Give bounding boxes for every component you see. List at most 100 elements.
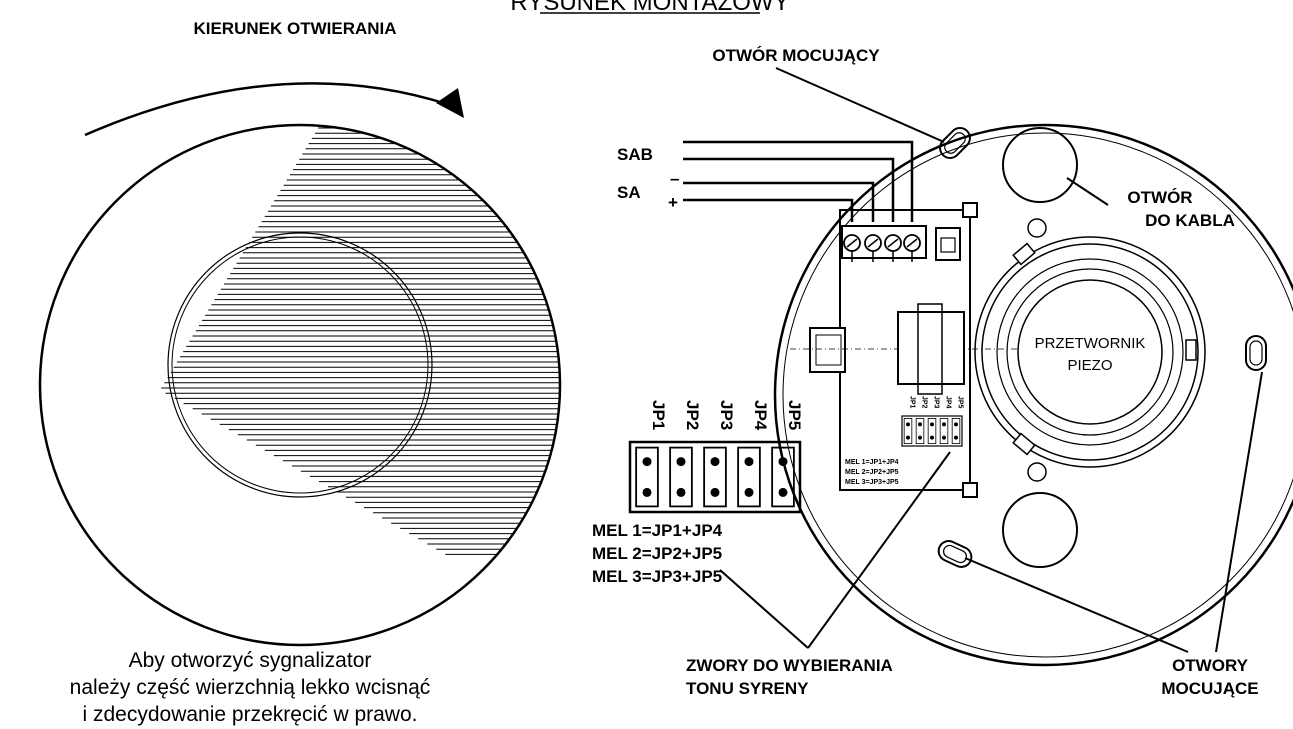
- jumper-detail: JP1 JP2 JP3 JP4 JP5: [628, 400, 804, 514]
- opening-direction-arrow: [84, 82, 451, 137]
- pcb-board: [790, 202, 1020, 498]
- leader-line: [807, 451, 951, 649]
- terminal-label-sa: SA: [617, 183, 641, 202]
- leader-line: [1066, 177, 1109, 206]
- terminal-block: [841, 225, 927, 262]
- leader-line: [719, 569, 809, 649]
- jumper-housing: [901, 415, 963, 447]
- jumper-label: JP4: [751, 400, 770, 431]
- polarity-plus: +: [668, 193, 678, 212]
- jumper-pin: [930, 435, 934, 440]
- jumper-pin: [954, 435, 958, 440]
- jumper-label: JP1: [649, 400, 668, 430]
- onboard-melody: MEL 2=JP2+JP5: [845, 469, 899, 476]
- onboard-melody-legend: MEL 1=JP1+JP4 MEL 2=JP2+JP5 MEL 3=JP3+JP…: [845, 459, 899, 486]
- jumper-label: JP5: [785, 400, 804, 430]
- arrow-head: [436, 88, 464, 118]
- jumper-pin-pair: [703, 446, 727, 508]
- base-outer-circle: [773, 123, 1293, 667]
- siren-cover-outline: [38, 123, 562, 647]
- jumper-pin: [942, 422, 946, 427]
- jumper-pin: [942, 435, 946, 440]
- jumper-pin: [918, 435, 922, 440]
- jumper-pin-pair: [635, 446, 659, 508]
- jumper-pin: [676, 487, 686, 497]
- jumpers-caption: TONU SYRENY: [686, 679, 809, 698]
- melody-line: MEL 3=JP3+JP5: [592, 567, 722, 586]
- base-inner-circle: [782, 132, 1293, 658]
- jumper-pin: [906, 422, 910, 427]
- wires: [683, 140, 914, 222]
- jumper-pin: [642, 457, 652, 467]
- jumper-pin: [744, 457, 754, 467]
- cable-hole-label: DO KABLA: [1145, 211, 1235, 230]
- mounting-slot-right: [1245, 335, 1267, 371]
- terminal-label-sab: SAB: [617, 145, 653, 164]
- mounting-hole-label: OTWÓR MOCUJĄCY: [712, 46, 880, 65]
- cover-center-ring-inner: [171, 236, 429, 494]
- transducer-label: PIEZO: [1067, 357, 1112, 374]
- cover-center-ring: [167, 232, 433, 498]
- piezo-transducer: [974, 236, 1206, 468]
- onboard-melody: MEL 3=JP3+JP5: [845, 479, 899, 486]
- jumper-pin: [778, 457, 788, 467]
- jumper-label: JP2: [920, 396, 927, 409]
- jumper-label: JP3: [932, 396, 939, 409]
- leader-line: [964, 557, 1189, 653]
- screw-slot: [846, 238, 858, 248]
- screw-slot: [887, 238, 899, 248]
- jumper-housing: [628, 440, 802, 514]
- jumper-pin-pair: [737, 446, 761, 508]
- boss: [1027, 218, 1047, 238]
- jumper-label: JP4: [944, 396, 951, 409]
- mounting-holes-label: OTWORY: [1172, 656, 1249, 675]
- jumper-label: JP1: [908, 396, 915, 409]
- cable-hole-bottom: [1002, 492, 1078, 568]
- leader-line: [775, 67, 945, 143]
- leader-line: [1215, 371, 1263, 653]
- instruction-line: Aby otworzyć sygnalizator: [129, 649, 372, 672]
- screw-slot: [906, 238, 918, 248]
- boss: [1027, 462, 1047, 482]
- jumper-pin: [744, 487, 754, 497]
- onboard-melody: MEL 1=JP1+JP4: [845, 459, 899, 466]
- opening-instructions: Aby otworzyć sygnalizator należy część w…: [70, 649, 431, 726]
- jumper-pin-pair: [903, 417, 913, 444]
- instruction-line: i zdecydowanie przekręcić w prawo.: [83, 703, 418, 726]
- jumper-pin: [676, 457, 686, 467]
- cover-ribs: [161, 127, 560, 555]
- mounting-slot-top: [939, 127, 971, 159]
- jumper-pin-pair: [939, 417, 949, 444]
- jumper-pin: [918, 422, 922, 427]
- diagram-title: RYSUNEK MONTAŻOWY: [510, 0, 789, 16]
- jumper-pin: [778, 487, 788, 497]
- cable-hole-label: OTWÓR: [1127, 188, 1192, 207]
- jumper-pin-pair: [915, 417, 925, 444]
- screw-slot: [867, 238, 879, 248]
- jumper-pin: [954, 422, 958, 427]
- jumper-pin: [642, 487, 652, 497]
- jumper-pin: [710, 457, 720, 467]
- transducer-label: PRZETWORNIK: [1035, 335, 1146, 352]
- jumper-pin: [930, 422, 934, 427]
- melody-line: MEL 1=JP1+JP4: [592, 521, 723, 540]
- jumper-pin-pair: [669, 446, 693, 508]
- opening-direction-label: KIERUNEK OTWIERANIA: [193, 19, 396, 38]
- instruction-line: należy część wierzchnią lekko wcisnąć: [70, 676, 431, 699]
- mounting-slot-bottom: [937, 540, 973, 568]
- jumpers-caption: ZWORY DO WYBIERANIA: [686, 656, 893, 675]
- jumper-label: JP2: [683, 400, 702, 430]
- jumper-label: JP3: [717, 400, 736, 430]
- jumper-pin-pair: [927, 417, 937, 444]
- jumper-label: JP5: [956, 396, 963, 409]
- mounting-holes-label: MOCUJĄCE: [1161, 679, 1258, 698]
- melody-line: MEL 2=JP2+JP5: [592, 544, 722, 563]
- polarity-minus: –: [670, 169, 679, 188]
- jumper-pin-pair: [771, 446, 795, 508]
- jumper-pin: [710, 487, 720, 497]
- jumper-pin-pair: [951, 417, 961, 444]
- cable-hole-top: [1002, 127, 1078, 203]
- onboard-jumper-block: JP1 JP2 JP3 JP4 JP5: [901, 396, 963, 447]
- jumper-pin: [906, 435, 910, 440]
